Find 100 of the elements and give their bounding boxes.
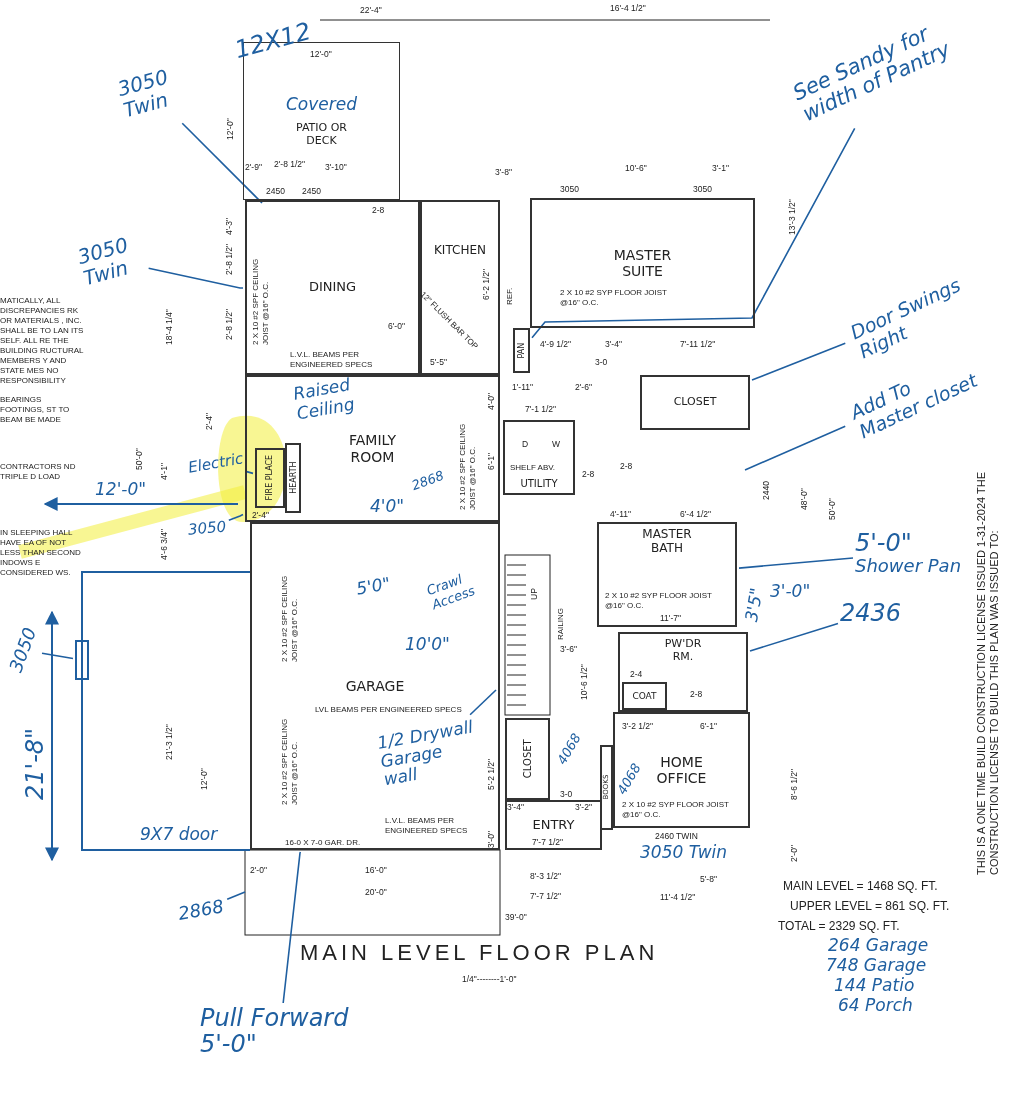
room-outline (600, 745, 613, 830)
plan-note: REF. (505, 287, 515, 305)
note-text: BEARINGS FOOTINGS, ST TO BEAM BE MADE (0, 395, 71, 425)
dimension-text: 6'-1" (700, 722, 717, 732)
room-outline (420, 200, 500, 375)
note-text: CONTRACTORS ND TRIPLE D LOAD (0, 462, 77, 482)
dimension-text: 16'-0" (365, 866, 387, 876)
room-label: FAMILY ROOM (347, 432, 397, 465)
dimension-text: 2'-6" (575, 383, 592, 393)
plan-note: 2 X 10 #2 SPF CEILING JOIST @16" O.C. (251, 257, 271, 345)
leader-line (751, 342, 847, 381)
dimension-text: 5'-5" (430, 358, 447, 368)
plan-note: 16-0 X 7-0 GAR. DR. (285, 838, 361, 848)
dimension-text: 21'-3 1/2" (165, 724, 175, 760)
dimension-text: 4'-1" (160, 463, 170, 480)
handwritten-note: 3050 Twin (75, 231, 132, 290)
dimension-text: 2'-0" (790, 845, 800, 862)
dimension-text: 2'-8 1/2" (274, 160, 306, 170)
dimension-text: 3'-2" (575, 803, 592, 813)
dimension-text: 1'-11" (512, 383, 534, 393)
note-text: MATICALLY, ALL DISCREPANCIES RK OR MATERIALS , INC. SHALL BE TO LAN ITS SELF. ALL RE THE BUILDING RUCTURAL MEMBERS Y AND STATE MES NO RESPONSIBILITY (0, 296, 85, 386)
note-text: IN SLEEPING HALL HAVE EA OF NOT LESS THAN SECOND INDOWS E CONSIDERED WS. (0, 528, 82, 578)
handwritten-note: 12'-0" (95, 480, 147, 500)
plan-note: 2 X 10 #2 SYP FLOOR JOIST @16" O.C. (560, 288, 668, 308)
dimension-text: 10'-6" (625, 164, 647, 174)
plan-note: 2 X 10 #2 SYP FLOOR JOIST @16" O.C. (622, 800, 730, 820)
plan-note: 2 X 10 #2 SPF CEILING JOIST @16" O.C. (458, 422, 478, 510)
room-label: CLOSET (673, 396, 717, 409)
room-label: FIRE PLACE (265, 455, 275, 501)
handwritten-note: 10'0" (405, 635, 450, 655)
license-text: THIS IS A ONE TIME BUILD CONSTRUCTION LICENSE ISSUED 1-31-2024 THE CONSTRUCTION LICENSE TO BUILD THIS PLAN WAS ISSUED TO: (975, 470, 1001, 875)
dimension-text: 3'-0" (487, 831, 497, 848)
dimension-text: D (522, 440, 529, 450)
plan-note: 2 X 10 #2 SPF CEILING JOIST @16" O.C. (280, 574, 300, 662)
dimension-text: 6'-2 1/2" (482, 268, 492, 300)
room-label: MASTER BATH (641, 528, 693, 556)
plan-title: MAIN LEVEL FLOOR PLAN (300, 940, 659, 966)
area-text: MAIN LEVEL = 1468 SQ. FT. (783, 880, 938, 894)
handwritten-note: 5'-0" (855, 530, 913, 557)
dimension-text: 16'-4 1/2" (610, 4, 646, 14)
dimension-text: 4'-9 1/2" (540, 340, 572, 350)
handwritten-note: Covered (286, 94, 357, 115)
handwritten-note: 264 Garage (828, 936, 929, 956)
dimension-text: 3'-1" (712, 164, 729, 174)
dimension-text: 7'-11 1/2" (680, 340, 716, 350)
handwritten-note: 748 Garage (826, 956, 927, 976)
handwritten-note: Electric (187, 450, 245, 477)
leader-line (744, 425, 847, 471)
handwritten-note: 2436 (840, 600, 902, 627)
room-label: DINING (308, 280, 357, 295)
room-label: CLOSET (521, 739, 534, 779)
room-label: HEARTH (288, 461, 298, 495)
room-outline (245, 375, 500, 522)
dimension-text: 3'-2 1/2" (622, 722, 654, 732)
dimension-text: 10'-6 1/2" (580, 664, 590, 700)
dimension-text: 4'-3" (225, 218, 235, 235)
dimension-text: 50'-0" (135, 448, 145, 470)
handwritten-note: 2868 (176, 896, 226, 924)
dimension-text: 50'-0" (828, 498, 838, 520)
room-outline (640, 375, 750, 430)
dimension-text: 2450 (266, 187, 285, 197)
dimension-text: W (552, 440, 561, 450)
leader-line (282, 851, 302, 1004)
room-label: GARAGE (345, 677, 405, 695)
handwritten-note: 3050 Twin (640, 843, 728, 863)
room-outline (530, 198, 755, 328)
plan-note: 2 X 10 #2 SPF CEILING JOIST @16" O.C. (280, 717, 300, 805)
handwritten-note: Pull Forward 5'-0" (200, 1005, 350, 1058)
leader-line (181, 122, 263, 204)
dimension-text: 7'-7 1/2" (530, 892, 562, 902)
dimension-text: 8'-6 1/2" (790, 768, 800, 800)
plan-note: RAILING (556, 608, 566, 640)
leader-line (531, 127, 856, 339)
room-outline (505, 718, 550, 800)
dimension-text: 12'-0" (200, 768, 210, 790)
handwritten-note: 144 Patio (834, 976, 915, 996)
dimension-text: 6'-0" (388, 322, 405, 332)
dimension-text: 2-8 (690, 690, 703, 700)
dimension-text: 18'-4 1/4" (165, 309, 175, 345)
dimension-text: 3-0 (560, 790, 573, 800)
dimension-text: 7'-1 1/2" (525, 405, 557, 415)
handwritten-note: 64 Porch (838, 996, 913, 1016)
dimension-text: 4'-0" (487, 393, 497, 410)
dimension-text: 3'-6" (560, 645, 577, 655)
dimension-text: 12'-0" (310, 50, 332, 60)
dimension-text: 5'-2 1/2" (487, 758, 497, 790)
room-label: KITCHEN (434, 244, 486, 258)
dimension-text: 2'-8 1/2" (225, 243, 235, 275)
dimension-text: 2-4 (630, 670, 643, 680)
handwritten-note: 3050 Twin (115, 63, 172, 122)
dimension-text: 6'-4 1/2" (680, 510, 712, 520)
dimension-text: 2440 (762, 481, 772, 500)
dimension-text: 2'-0" (250, 866, 267, 876)
dimension-text: 2460 TWIN (655, 832, 698, 842)
dimension-text: 2'-4" (205, 413, 215, 430)
dimension-text: 39'-0" (505, 913, 527, 923)
handwritten-note: 9X7 door (140, 825, 218, 845)
area-text: UPPER LEVEL = 861 SQ. FT. (790, 900, 950, 914)
leader-line (41, 652, 74, 660)
plan-note: SHELF ABV. (510, 463, 556, 473)
